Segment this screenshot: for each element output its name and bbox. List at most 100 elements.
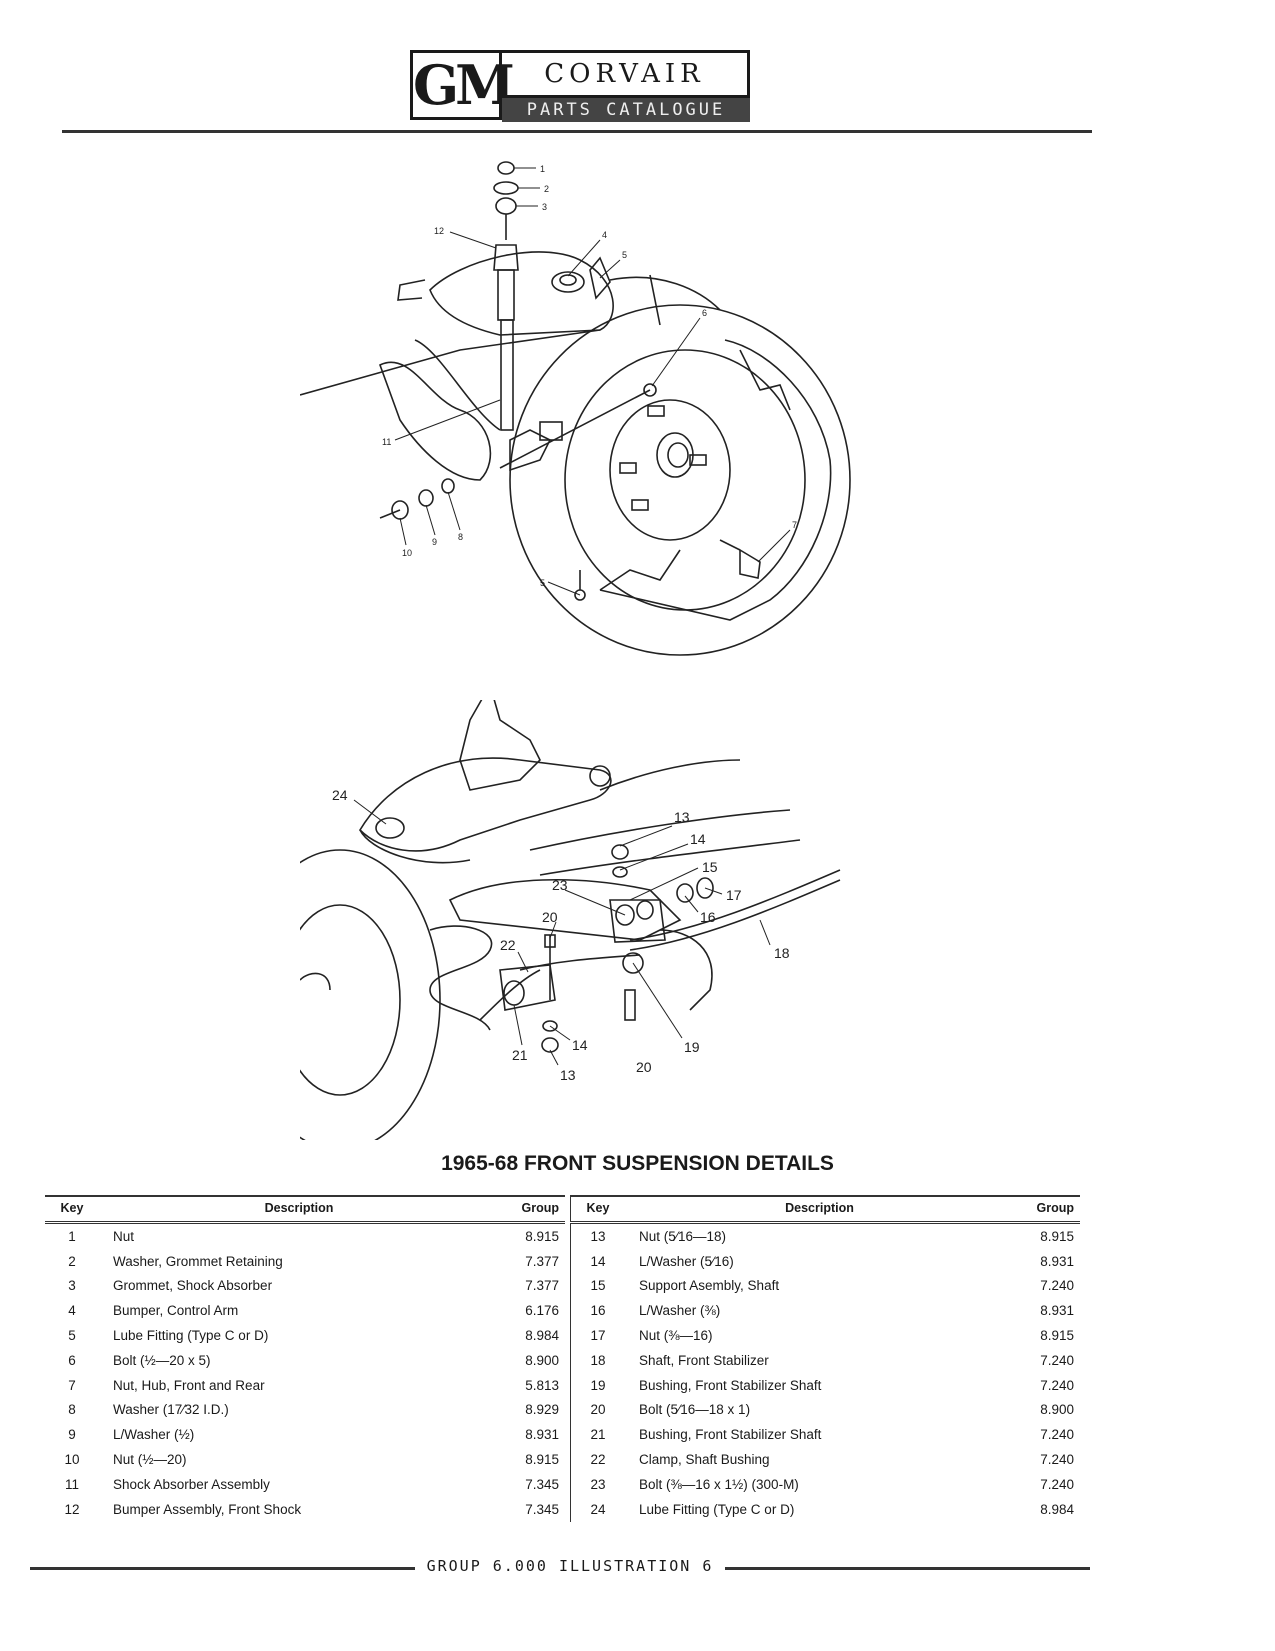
header-key: Key	[570, 1195, 625, 1224]
part-description: Nut (5⁄16—18)	[639, 1228, 727, 1244]
part-group: 7.377	[525, 1278, 559, 1294]
part-key: 15	[590, 1278, 606, 1294]
part-description: Washer (17⁄32 I.D.)	[113, 1402, 229, 1418]
part-description: Support Asembly, Shaft	[639, 1278, 780, 1294]
table-row: 6 Bolt (½—20 x 5) 8.900	[45, 1348, 565, 1373]
part-key: 13	[590, 1228, 606, 1244]
part-description: Bolt (½—20 x 5)	[113, 1352, 211, 1368]
part-key: 17	[590, 1328, 606, 1344]
table-row: 13 Nut (5⁄16—18) 8.915	[571, 1223, 1081, 1249]
callout-17: 17	[726, 887, 742, 903]
header-description: Description	[99, 1195, 491, 1224]
table-header-row: Key Description Group	[45, 1195, 565, 1224]
callout-8: 8	[458, 532, 463, 542]
part-group: 8.915	[1040, 1228, 1074, 1244]
part-group: 7.345	[525, 1501, 559, 1517]
callout-3: 3	[542, 202, 547, 212]
header-key: Key	[45, 1195, 99, 1224]
part-description: Bolt (⅜—16 x 1½) (300-M)	[639, 1476, 799, 1492]
part-key: 20	[590, 1402, 606, 1418]
part-group: 5.813	[525, 1377, 559, 1393]
callout-11: 11	[382, 437, 391, 447]
part-description: Bolt (5⁄16—18 x 1)	[639, 1402, 751, 1418]
table-row: 11 Shock Absorber Assembly 7.345	[45, 1472, 565, 1497]
callout-2: 2	[544, 184, 549, 194]
callout-21: 21	[512, 1047, 528, 1063]
part-key: 11	[64, 1476, 79, 1492]
callout-7: 7	[792, 520, 797, 530]
part-group: 7.240	[1040, 1452, 1074, 1468]
part-key: 6	[68, 1352, 76, 1368]
part-description: Clamp, Shaft Bushing	[639, 1452, 770, 1468]
table-row: 15 Support Asembly, Shaft 7.240	[571, 1274, 1081, 1299]
callout-12: 12	[434, 226, 444, 236]
header-rule	[62, 130, 1092, 133]
part-description: L/Washer (5⁄16)	[639, 1253, 734, 1269]
part-key: 18	[590, 1352, 606, 1368]
part-group: 7.240	[1040, 1427, 1074, 1443]
part-group: 7.345	[525, 1476, 559, 1492]
part-group: 7.240	[1040, 1377, 1074, 1393]
part-group: 6.176	[525, 1303, 559, 1319]
part-group: 8.931	[1040, 1303, 1074, 1319]
part-group: 7.240	[1040, 1278, 1074, 1294]
part-key: 2	[68, 1253, 76, 1269]
part-description: Bushing, Front Stabilizer Shaft	[639, 1377, 822, 1393]
part-key: 12	[64, 1501, 80, 1517]
callout-14-lower: 14	[572, 1037, 588, 1053]
part-description: L/Washer (½)	[113, 1427, 195, 1443]
catalogue-header: GM CORVAIR PARTS CATALOGUE	[0, 0, 1275, 140]
callout-18: 18	[774, 945, 790, 961]
part-group: 8.931	[1040, 1253, 1074, 1269]
part-key: 7	[68, 1377, 76, 1393]
header-description: Description	[625, 1195, 1006, 1224]
part-group: 8.900	[525, 1352, 559, 1368]
part-description: Bushing, Front Stabilizer Shaft	[639, 1427, 822, 1443]
part-group: 7.240	[1040, 1352, 1074, 1368]
table-row: 18 Shaft, Front Stabilizer 7.240	[571, 1348, 1081, 1373]
part-description: Shock Absorber Assembly	[113, 1476, 270, 1492]
front-stabilizer-illustration: 24 13 14 15 17 23 16 20 18 22 14 19 21 1…	[300, 700, 841, 1140]
callout-13-upper: 13	[674, 809, 690, 825]
part-description: Grommet, Shock Absorber	[113, 1278, 273, 1294]
part-key: 16	[590, 1303, 606, 1319]
callout-9: 9	[432, 537, 437, 547]
part-group: 7.377	[525, 1253, 559, 1269]
callout-5-lower: 5	[540, 578, 545, 588]
callout-24: 24	[332, 787, 348, 803]
callout-15: 15	[702, 859, 718, 875]
footer-rule-right	[725, 1567, 1090, 1570]
part-description: Nut (½—20)	[113, 1452, 187, 1468]
part-description: Shaft, Front Stabilizer	[639, 1352, 769, 1368]
gm-logo: GM	[410, 50, 515, 120]
table-row: 21 Bushing, Front Stabilizer Shaft 7.240	[571, 1422, 1081, 1447]
part-group: 7.240	[1040, 1476, 1074, 1492]
part-key: 21	[590, 1427, 606, 1443]
callout-13-lower: 13	[560, 1067, 576, 1083]
part-key: 5	[68, 1328, 76, 1344]
callout-14-upper: 14	[690, 831, 706, 847]
callout-1: 1	[540, 164, 545, 174]
part-description: Lube Fitting (Type C or D)	[113, 1328, 269, 1344]
part-key: 14	[590, 1253, 606, 1269]
part-description: Nut (⅜—16)	[639, 1328, 713, 1344]
part-key: 10	[64, 1452, 80, 1468]
part-description: Bumper Assembly, Front Shock	[113, 1501, 302, 1517]
footer-label: GROUP 6.000 ILLUSTRATION 6	[426, 1557, 714, 1575]
part-description: Nut, Hub, Front and Rear	[113, 1377, 265, 1393]
front-suspension-exploded-illustration: 1 2 3 4 5 6 7 8 9 10 11 12 5	[300, 161, 851, 656]
part-description: Bumper, Control Arm	[113, 1303, 239, 1319]
brand-title: CORVAIR	[502, 50, 750, 98]
